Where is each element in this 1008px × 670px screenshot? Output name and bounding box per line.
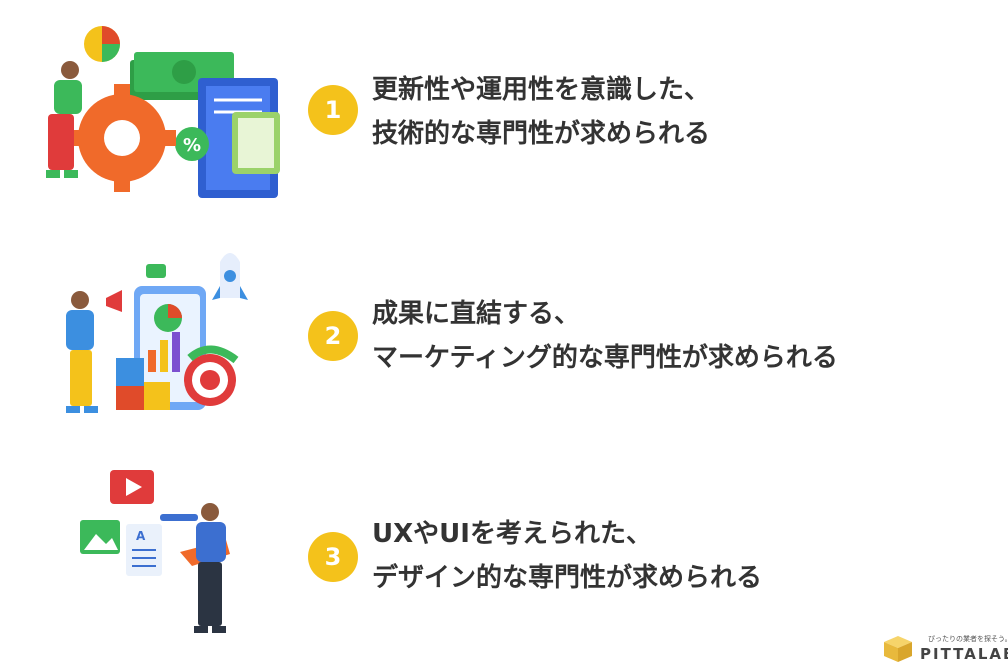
logo-name: PITTALAB	[920, 645, 1008, 663]
item-text: 成果に直結する、 マーケティング的な専門性が求められる	[372, 292, 838, 380]
item-row-3: A 3 UXやUIを考えられた、 デザイン的な専門性が求められる	[0, 462, 1008, 662]
gear-money-illustration: %	[46, 26, 280, 198]
marketing-illustration	[66, 253, 248, 413]
item-text-line1: 成果に直結する、	[372, 299, 581, 329]
box-icon	[884, 636, 912, 662]
pittalab-logo: ぴったりの業者を探そう。 PITTALAB	[880, 632, 1008, 666]
item-text-line1: UXやUIを考えられた、	[372, 519, 652, 549]
item-text-line1: 更新性や運用性を意識した、	[372, 75, 711, 105]
logo-tagline: ぴったりの業者を探そう。	[928, 635, 1008, 643]
number-badge: 1	[308, 85, 358, 135]
item-row-1: % 1 更新性や運用性を意識した、 技術的な専門性が求められる	[0, 20, 1008, 220]
item-text-line2: デザイン的な専門性が求められる	[372, 563, 763, 593]
design-illustration: A	[80, 470, 230, 633]
number-badge: 3	[308, 532, 358, 582]
item-text: UXやUIを考えられた、 デザイン的な専門性が求められる	[372, 512, 762, 600]
item-text-line2: マーケティング的な専門性が求められる	[372, 343, 838, 373]
item-text-line2: 技術的な専門性が求められる	[372, 119, 711, 149]
item-text: 更新性や運用性を意識した、 技術的な専門性が求められる	[372, 68, 710, 156]
svg-text:%: %	[183, 135, 201, 156]
number-badge: 2	[308, 311, 358, 361]
svg-text:A: A	[136, 529, 146, 543]
item-row-2: 2 成果に直結する、 マーケティング的な専門性が求められる	[0, 240, 1008, 440]
